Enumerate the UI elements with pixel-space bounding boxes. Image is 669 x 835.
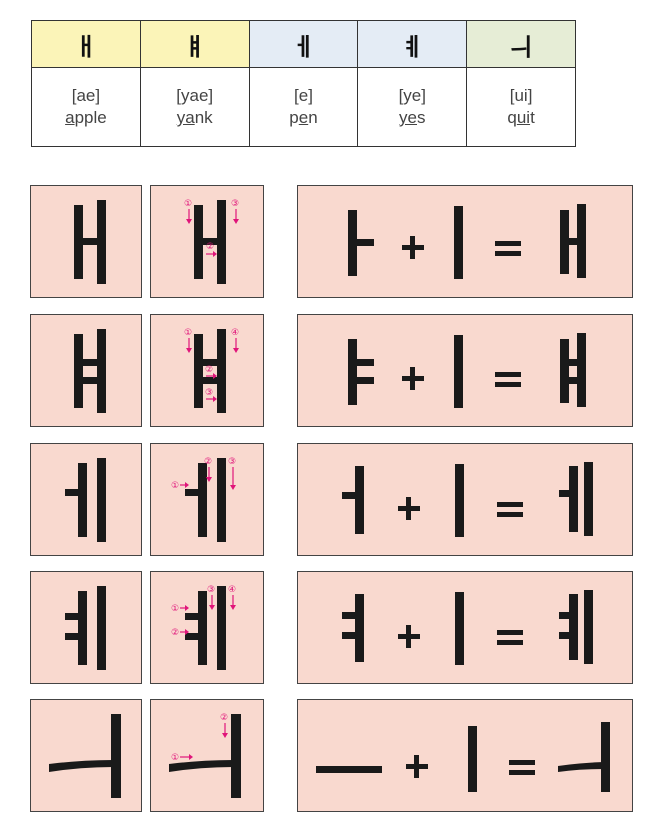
ye-equation-glyphs <box>342 590 593 665</box>
equals-sign <box>509 760 535 775</box>
ui-glyph-icon <box>49 714 121 798</box>
e-equation-glyphs <box>342 462 593 537</box>
order-mark: ③ <box>228 457 236 467</box>
right-glyph <box>455 592 464 665</box>
letter-tile-e <box>30 443 142 556</box>
result-glyph <box>559 462 593 536</box>
plus-sign <box>402 367 424 390</box>
yae-stroke-order-icon: ① ② ③ ④ <box>184 328 239 413</box>
example-word: yes <box>399 108 426 127</box>
right-glyph <box>454 206 463 279</box>
ae-glyph-icon <box>74 200 106 284</box>
order-mark: ① <box>171 753 179 763</box>
result-glyph <box>560 333 586 407</box>
vowel-table-pronunciation-row: [ae] apple [yae] yank [e] pen [ye] yes [… <box>31 67 576 147</box>
stroke-order-tile-e: ① ② ③ <box>150 443 264 556</box>
left-glyph <box>348 210 374 276</box>
equals-sign <box>497 630 523 645</box>
order-mark: ② <box>171 628 179 638</box>
pron-cell-e: [e] pen <box>248 67 359 147</box>
vowel-cell-yae: ㅒ <box>139 20 250 68</box>
vowel-hangul: ㅒ <box>183 32 206 61</box>
ui-stroke-order-icon: ① ② <box>169 713 241 798</box>
pron-cell-yae: [yae] yank <box>139 67 250 147</box>
equation-tile-ae <box>297 185 633 298</box>
letter-tile-ae <box>30 185 142 298</box>
right-glyph <box>455 464 464 537</box>
stroke-order-tile-ui: ① ② <box>150 699 264 812</box>
order-mark: ③ <box>205 388 213 398</box>
romanization: [yae] <box>176 86 214 105</box>
vowel-hangul: ㅢ <box>510 32 533 61</box>
letter-tile-ui <box>30 699 142 812</box>
equation-tile-yae <box>297 314 633 427</box>
example-word: apple <box>65 108 107 127</box>
vowel-hangul: ㅔ <box>292 32 315 61</box>
left-glyph <box>348 339 374 405</box>
ae-stroke-order-icon: ① ② ③ <box>184 199 239 284</box>
right-glyph <box>468 726 477 792</box>
order-mark: ③ <box>207 585 215 595</box>
stroke-order-tile-ye: ① ② ③ ④ <box>150 571 264 684</box>
equals-sign <box>495 241 521 256</box>
e-stroke-order-icon: ① ② ③ <box>171 457 236 542</box>
e-glyph-icon <box>65 458 106 542</box>
pron-cell-ui: [ui] quit <box>466 67 576 147</box>
order-mark: ① <box>171 604 179 614</box>
vowel-cell-ae: ㅐ <box>31 20 141 68</box>
vowel-cell-ye: ㅖ <box>357 20 468 68</box>
order-mark: ② <box>205 365 213 375</box>
equation-tile-e <box>297 443 633 556</box>
equals-sign <box>497 502 523 517</box>
stroke-order-tile-ae: ① ② ③ <box>150 185 264 298</box>
left-glyph <box>342 466 364 534</box>
equation-tile-ui <box>297 699 633 812</box>
yae-equation-glyphs <box>348 333 586 408</box>
letter-tile-yae <box>30 314 142 427</box>
order-mark: ② <box>204 457 212 467</box>
left-glyph <box>342 594 364 662</box>
order-mark: ③ <box>231 199 239 209</box>
romanization: [e] <box>294 86 313 105</box>
order-mark: ② <box>206 242 214 252</box>
order-mark: ① <box>184 328 192 338</box>
left-glyph <box>316 766 382 773</box>
ae-equation-glyphs <box>348 204 586 279</box>
vowel-hangul: ㅖ <box>401 32 424 61</box>
result-glyph <box>559 590 593 664</box>
equals-sign <box>495 372 521 387</box>
pron-cell-ye: [ye] yes <box>357 67 468 147</box>
vowel-cell-ui: ㅢ <box>466 20 576 68</box>
ye-stroke-order-icon: ① ② ③ ④ <box>171 585 236 670</box>
plus-sign <box>398 497 420 520</box>
order-mark: ② <box>220 713 228 723</box>
example-word: yank <box>176 108 213 127</box>
romanization: [ae] <box>71 86 101 105</box>
equation-tile-ye <box>297 571 633 684</box>
vowel-table-header-row: ㅐ ㅒ ㅔ ㅖ ㅢ <box>31 20 576 68</box>
stroke-order-tile-yae: ① ② ③ ④ <box>150 314 264 427</box>
plus-sign <box>398 625 420 648</box>
plus-sign <box>406 755 428 778</box>
letter-tile-ye <box>30 571 142 684</box>
vowel-table: ㅐ ㅒ ㅔ ㅖ ㅢ [ae] apple [yae] yank [e] pen … <box>31 20 576 147</box>
example-word: quit <box>507 108 535 127</box>
pron-cell-ae: [ae] apple <box>31 67 141 147</box>
ui-equation-glyphs <box>316 722 610 792</box>
ye-glyph-icon <box>65 586 106 670</box>
order-mark: ① <box>171 481 179 491</box>
vowel-hangul: ㅐ <box>74 32 97 61</box>
yae-glyph-icon <box>74 329 106 413</box>
plus-sign <box>402 236 424 259</box>
order-mark: ④ <box>231 328 239 338</box>
order-mark: ① <box>184 199 192 209</box>
romanization: [ui] <box>509 86 533 105</box>
order-mark: ④ <box>228 585 236 595</box>
example-word: pen <box>289 108 318 127</box>
result-glyph <box>560 204 586 278</box>
result-glyph <box>558 722 610 792</box>
right-glyph <box>454 335 463 408</box>
vowel-cell-e: ㅔ <box>248 20 359 68</box>
romanization: [ye] <box>398 86 426 105</box>
